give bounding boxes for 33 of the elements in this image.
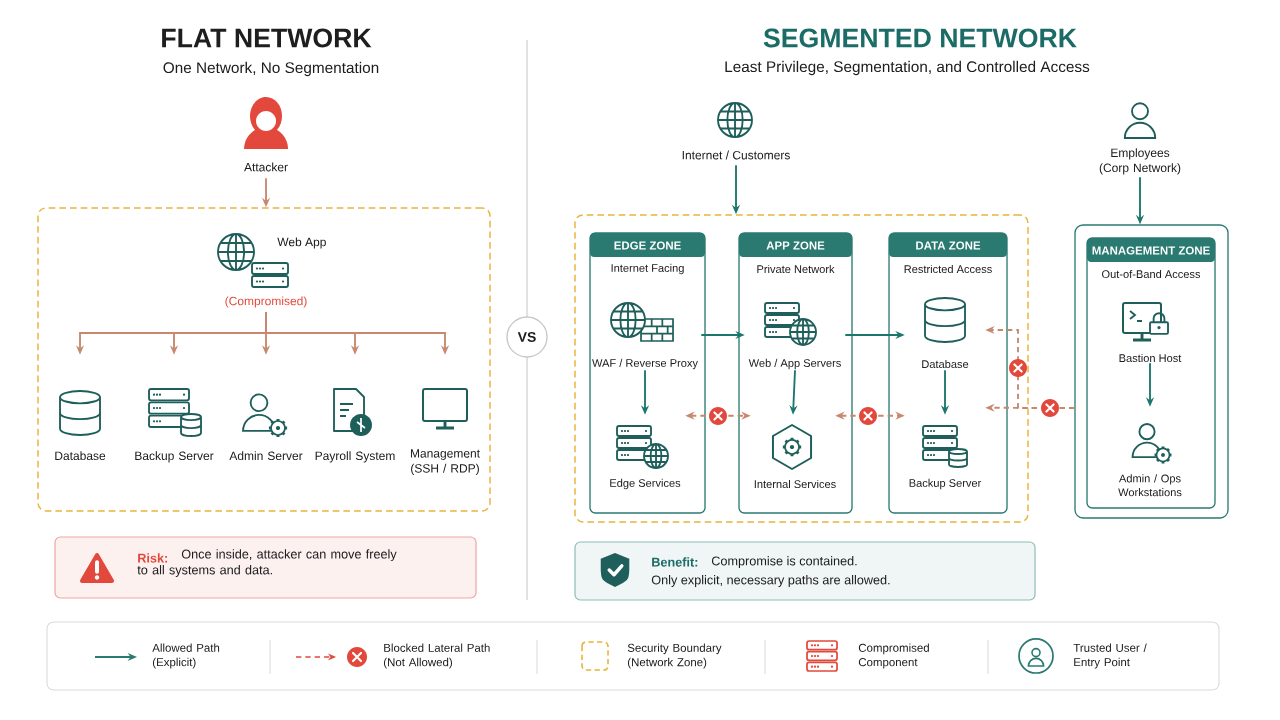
subtitle: Least Privilege, Segmentation, and Controlled Access: [725, 60, 1090, 76]
vs-badge: VS: [506, 316, 548, 358]
node-label: Database: [922, 359, 969, 369]
node-label: Web / App Servers: [748, 358, 841, 370]
zone-frame: [1074, 224, 1229, 519]
node-label: Backup Server: [135, 451, 214, 463]
node-label: Edge Services: [610, 478, 681, 490]
node-label: Admin / Ops Workstations: [1118, 474, 1182, 497]
security-boundary: [574, 214, 1029, 523]
node-label: Backup Server: [909, 478, 982, 490]
legend-label: Security Boundary (Network Zone): [627, 643, 722, 669]
subtitle: One Network, No Segmentation: [163, 61, 379, 77]
legend-label: Compromised Component: [858, 643, 929, 669]
title: SEGMENTED NETWORK: [763, 28, 1077, 48]
node-label: Attacker: [244, 162, 288, 172]
node-label: Bastion Host: [1119, 353, 1182, 363]
node-label: (Compromised): [225, 296, 307, 308]
node-label: Employees (Corp Network): [1099, 148, 1181, 175]
node-label: Database: [55, 451, 106, 461]
node-label: Admin Server: [229, 451, 303, 461]
title: FLAT NETWORK: [162, 28, 372, 48]
legend-label: Allowed Path (Explicit): [152, 643, 220, 669]
legend-label: Blocked Lateral Path (Not Allowed): [384, 643, 490, 669]
node-label: Payroll System: [315, 451, 395, 463]
node-label: Management (SSH / RDP): [410, 449, 480, 475]
risk-callout: Risk: Once inside, attacker can move freely to all systems and data.: [54, 536, 477, 599]
node-label: Internal Services: [754, 479, 836, 489]
benefit-callout: Benefit: Compromise is contained. Only explicit, necessary paths are allowed.: [574, 541, 1036, 601]
node-label: Web App: [277, 237, 326, 249]
legend-label: Trusted User / Entry Point: [1073, 643, 1147, 669]
node-label: WAF / Reverse Proxy: [592, 358, 698, 370]
node-label: Internet / Customers: [682, 150, 790, 160]
security-boundary: [37, 207, 491, 512]
